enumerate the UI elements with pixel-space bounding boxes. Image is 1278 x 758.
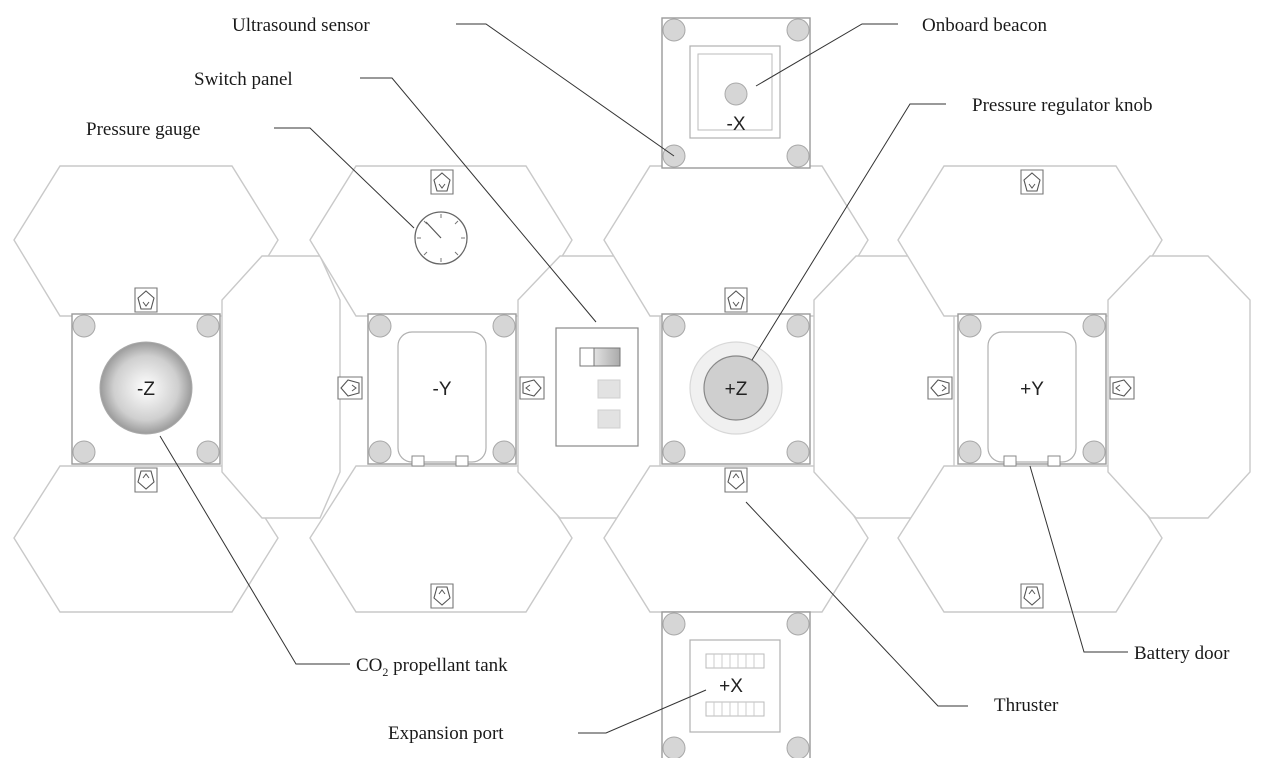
thruster-icon <box>430 169 454 195</box>
callout-labels: Ultrasound sensor Onboard beacon Switch … <box>86 15 1230 744</box>
panel-side-1 <box>221 255 341 519</box>
label-expansion-port: Expansion port <box>388 723 504 744</box>
onboard-beacon <box>724 82 748 106</box>
thruster-icon <box>519 376 545 400</box>
face-neg-y: -Y <box>367 313 517 467</box>
ultrasound-sensor-icon <box>662 314 686 338</box>
face-label-pos-y: +Y <box>1020 379 1044 400</box>
pressure-regulator-knob <box>703 355 769 421</box>
panel-side-4 <box>1107 255 1251 519</box>
thruster-icon <box>134 467 158 493</box>
face-neg-z: -Z <box>71 313 221 465</box>
ultrasound-sensor-icon <box>492 314 516 338</box>
ultrasound-sensor-icon <box>1082 314 1106 338</box>
ultrasound-sensor-icon <box>72 314 96 338</box>
ultrasound-sensor-icon <box>958 314 982 338</box>
ultrasound-sensor-icon <box>958 440 982 464</box>
expansion-port <box>705 653 765 717</box>
ultrasound-sensor-icon <box>786 18 810 42</box>
face-neg-x: -X <box>661 17 811 169</box>
ultrasound-sensor-icon <box>786 144 810 168</box>
label-co2-propellant-tank: CO2 propellant tank <box>356 655 508 679</box>
ultrasound-sensor-icon <box>492 440 516 464</box>
ultrasound-sensor-icon <box>196 440 220 464</box>
ultrasound-sensor-icon <box>786 612 810 636</box>
leader-lines <box>159 23 1128 734</box>
face-label-pos-z: +Z <box>725 379 748 400</box>
thruster-icon <box>337 376 363 400</box>
ultrasound-sensor-icon <box>72 440 96 464</box>
thruster-icon <box>1020 583 1044 609</box>
label-onboard-beacon: Onboard beacon <box>922 15 1048 36</box>
ultrasound-sensor-icon <box>662 440 686 464</box>
battery-door <box>987 331 1077 463</box>
face-label-pos-x: +X <box>719 676 743 697</box>
face-label-neg-z: -Z <box>137 379 155 400</box>
face-label-neg-y: -Y <box>433 379 452 400</box>
ultrasound-sensor-icon <box>196 314 220 338</box>
thruster-icon <box>724 467 748 493</box>
battery-door-neg-y <box>397 331 487 463</box>
face-pos-z: +Z <box>661 313 811 465</box>
co2-propellant-tank <box>99 341 193 435</box>
ultrasound-sensor-icon <box>786 314 810 338</box>
face-pos-y: +Y <box>957 313 1107 467</box>
ultrasound-sensor-icon <box>662 736 686 758</box>
ultrasound-sensor-icon <box>786 440 810 464</box>
ultrasound-sensor-icon <box>662 18 686 42</box>
label-thruster: Thruster <box>994 695 1059 716</box>
thruster-icon <box>1109 376 1135 400</box>
ultrasound-sensor-icon <box>662 612 686 636</box>
ultrasound-sensor-icon <box>368 314 392 338</box>
thruster-icon <box>724 287 748 313</box>
switch-panel <box>555 327 639 447</box>
pressure-gauge <box>414 211 468 265</box>
label-pressure-gauge: Pressure gauge <box>86 119 201 140</box>
label-switch-panel: Switch panel <box>194 69 293 90</box>
label-battery-door: Battery door <box>1134 643 1230 664</box>
ultrasound-sensor-icon <box>786 736 810 758</box>
ultrasound-sensor-icon <box>1082 440 1106 464</box>
thruster-icon <box>134 287 158 313</box>
label-ultrasound-sensor: Ultrasound sensor <box>232 15 370 36</box>
thruster-icon <box>1020 169 1044 195</box>
ultrasound-sensor-icon <box>368 440 392 464</box>
thruster-icon <box>927 376 953 400</box>
thruster-icon <box>430 583 454 609</box>
face-pos-x: +X <box>661 611 811 758</box>
face-label-neg-x: -X <box>727 114 746 135</box>
label-pressure-regulator-knob: Pressure regulator knob <box>972 95 1152 116</box>
